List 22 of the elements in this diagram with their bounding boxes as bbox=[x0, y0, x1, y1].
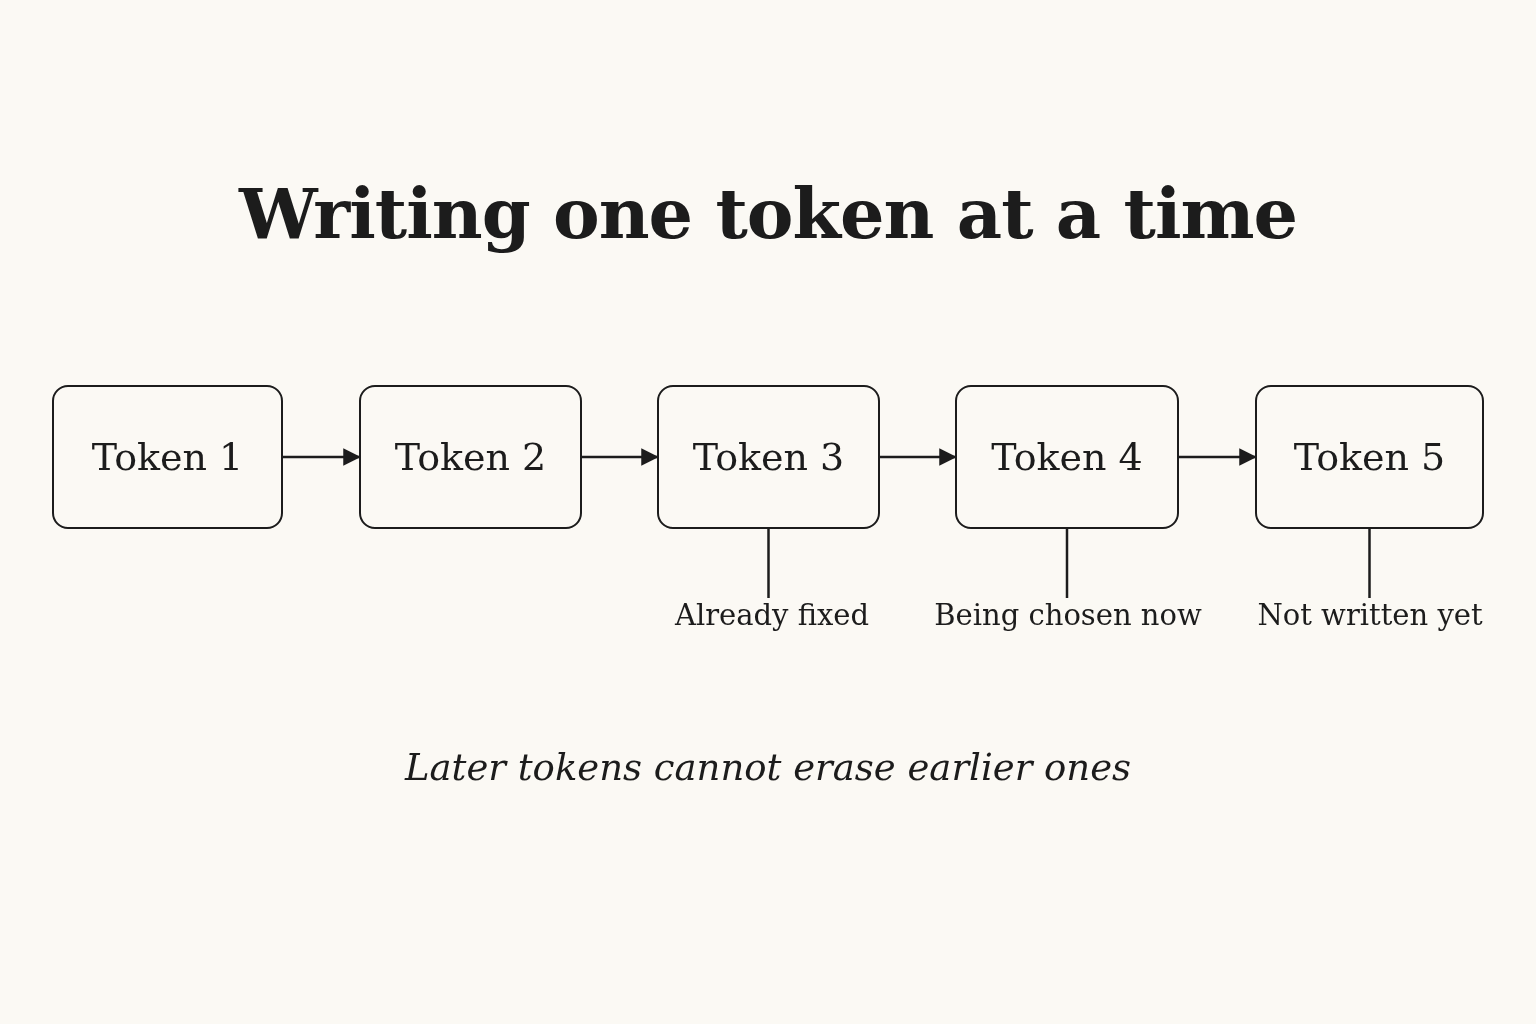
token-label: Token 3 bbox=[692, 435, 845, 479]
arrow bbox=[880, 448, 957, 466]
token-box bbox=[657, 385, 880, 529]
token-label: Token 2 bbox=[394, 435, 547, 479]
title: Writing one token at a time bbox=[237, 172, 1299, 255]
token-label: Token 4 bbox=[991, 435, 1143, 479]
leader-line bbox=[1065, 529, 1069, 598]
token-box bbox=[955, 385, 1179, 529]
leader-line bbox=[767, 529, 770, 598]
token-label: Token 5 bbox=[1293, 435, 1446, 479]
leader-line bbox=[1368, 529, 1371, 598]
status-note: Already fixed bbox=[674, 598, 870, 632]
arrow bbox=[1179, 448, 1257, 466]
token-box bbox=[1255, 385, 1484, 529]
caption: Later tokens cannot erase earlier ones bbox=[403, 746, 1133, 789]
arrow bbox=[283, 448, 361, 466]
status-note: Being chosen now bbox=[934, 598, 1202, 632]
token-box bbox=[359, 385, 582, 529]
status-note: Not written yet bbox=[1257, 598, 1483, 632]
token-label: Token 1 bbox=[91, 435, 244, 479]
token-box bbox=[52, 385, 283, 529]
arrow bbox=[582, 448, 659, 466]
